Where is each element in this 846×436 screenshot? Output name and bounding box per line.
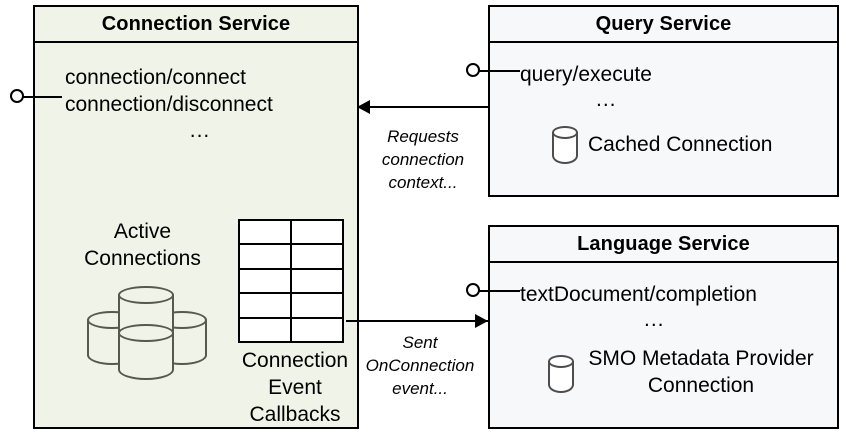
interface-ball-icon xyxy=(466,63,480,77)
edge-connection-to-language-arrowhead xyxy=(475,314,488,328)
provided-interface-connection-service[interactable] xyxy=(10,87,62,107)
component-connection-service[interactable]: Connection Service connection/connect co… xyxy=(33,5,359,429)
active-connections-label: Active Connections xyxy=(65,218,220,272)
component-title-query-service: Query Service xyxy=(595,13,732,35)
smo-metadata-provider-connection-label: SMO Metadata Provider Connection xyxy=(588,347,814,397)
component-body-query-service: query/execute ... Cached Connection xyxy=(490,43,837,195)
edge-query-to-connection-arrowhead xyxy=(357,100,370,114)
callbacks-label-line3: Callbacks xyxy=(249,403,341,426)
operation-connection-connect: connection/connect xyxy=(65,66,246,89)
callbacks-label-line2: Event xyxy=(268,376,322,399)
component-body-language-service: textDocument/completion ... SMO Metadata… xyxy=(490,263,837,427)
table-cell xyxy=(240,269,290,293)
operation-list-language-service: textDocument/completion ... xyxy=(520,281,837,331)
operation-ellipsis-query-service: ... xyxy=(596,88,617,111)
operation-ellipsis-connection-service: ... xyxy=(189,119,211,142)
operation-connection-disconnect: connection/disconnect xyxy=(65,93,273,116)
callback-table-icon xyxy=(238,219,344,343)
interface-ball-icon xyxy=(466,283,480,297)
interface-stem xyxy=(22,96,62,98)
active-connections-label-line1: Active xyxy=(113,220,172,243)
provided-interface-query-service[interactable] xyxy=(466,61,520,81)
interface-stem xyxy=(478,290,520,292)
component-header-query-service: Query Service xyxy=(490,7,837,43)
active-connections-label-line2: Connections xyxy=(84,247,201,270)
component-title-connection-service: Connection Service xyxy=(101,13,291,35)
component-query-service[interactable]: Query Service query/execute ... Cached C… xyxy=(488,5,839,197)
table-cell xyxy=(240,294,290,317)
table-cell xyxy=(292,245,342,268)
component-header-connection-service: Connection Service xyxy=(35,7,357,43)
edge-connection-to-language-line xyxy=(346,320,488,322)
database-cylinder-icon xyxy=(118,324,174,380)
edge-query-to-connection-line xyxy=(358,106,488,108)
provided-interface-language-service[interactable] xyxy=(466,281,520,301)
table-cell xyxy=(292,269,342,293)
edge-label-sent-onconnection-event: Sent OnConnection event... xyxy=(365,333,475,398)
operation-query-execute: query/execute xyxy=(520,63,652,86)
table-cell xyxy=(292,318,342,341)
table-cell xyxy=(240,221,290,244)
component-header-language-service: Language Service xyxy=(490,227,837,263)
smo-metadata-provider-database-icon xyxy=(548,355,574,393)
table-cell xyxy=(292,221,342,244)
table-cell xyxy=(292,294,342,317)
component-body-connection-service: connection/connect connection/disconnect… xyxy=(35,43,357,427)
database-cluster-icon xyxy=(87,286,207,380)
interface-ball-icon xyxy=(10,89,24,103)
operation-ellipsis-language-service: ... xyxy=(644,308,665,331)
operation-list-connection-service: connection/connect connection/disconnect… xyxy=(65,64,357,142)
table-cell xyxy=(240,318,290,341)
component-title-language-service: Language Service xyxy=(577,233,750,255)
table-cell xyxy=(240,245,290,268)
interface-stem xyxy=(478,70,520,72)
callbacks-label-line1: Connection xyxy=(241,349,349,372)
edge-label-requests-connection-context: Requests connection context... xyxy=(381,127,465,192)
cached-connection-database-icon xyxy=(552,126,578,164)
cached-connection-label: Cached Connection xyxy=(588,133,773,156)
operation-textdocument-completion: textDocument/completion xyxy=(520,283,757,306)
operation-list-query-service: query/execute ... xyxy=(520,61,837,111)
connection-event-callbacks-label: Connection Event Callbacks xyxy=(225,347,365,428)
component-language-service[interactable]: Language Service textDocument/completion… xyxy=(488,225,839,429)
